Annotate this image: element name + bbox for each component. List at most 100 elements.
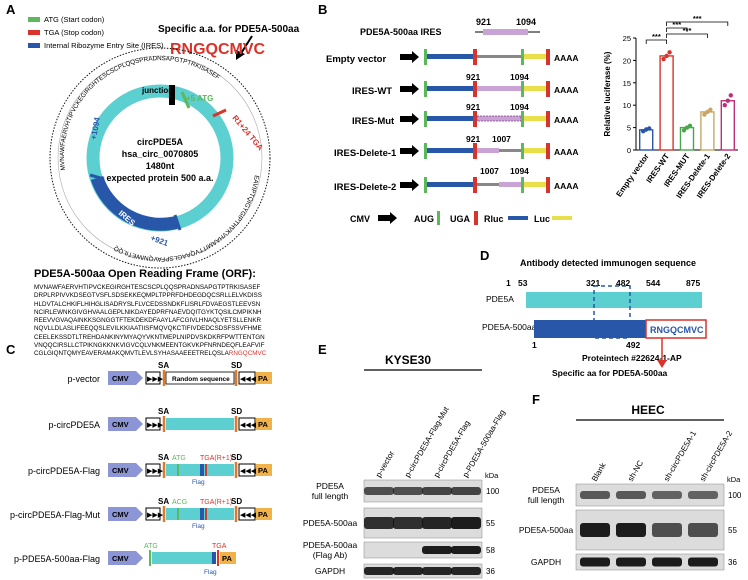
panel-label-f: F [532,392,540,407]
center-line-2: hsa_circ_0070805 [122,149,199,159]
pa-label: PA [258,374,268,383]
significance-label: *** [652,32,661,41]
legend-uga: UGA [450,214,471,224]
orf-line-last: CGLGIQNTQMYEAVERAMAKQMVTLEVLSYHASAAEEETR… [34,350,267,358]
legend-atg: ATG (Start codon) [44,15,105,24]
panel-b-legend: CMV AUG UGA Rluc Luc [350,211,572,225]
bar [720,100,736,151]
sd-label: SD [231,453,242,462]
legend-tga: TGA (Stop codon) [44,28,105,37]
panel-label-e: E [318,342,327,357]
protein-band [580,557,610,567]
num-right: 1007 [492,134,511,144]
protein-band [652,557,682,567]
poly-a: AAAA [554,85,579,95]
data-point [687,123,693,129]
orf-line: REEVVGVAQAINKKSGNGGTFTEKDEKDFAAYLAFCGIVL… [34,317,262,325]
sd-label: SD [231,361,242,370]
kda-label: kDa [727,475,741,484]
kda-marker: 100 [728,491,742,500]
protein-band [364,487,394,495]
band-label-sub: full length [312,491,349,501]
significance-bracket [645,39,667,44]
specific-aa-label: Specific a.a. for PDE5A-500aa [158,24,300,35]
construct-ires-delete-1: 921 1007 IRES-Delete-1 AAAA [334,134,579,159]
start-codon-label: ATG [144,543,158,550]
protein-band [616,557,646,567]
tick-875: 875 [686,278,700,288]
construct-empty-vector: Empty vector AAAA [326,49,579,65]
flag-tag [200,464,204,476]
panel-label-a: A [6,2,16,17]
repeat-box [238,507,256,521]
kda-marker: 58 [486,546,495,555]
repeat-arrows: ◀◀◀ [240,512,257,519]
panel-a-figure: ATG (Start codon) TGA (Stop codon) Inter… [28,15,300,269]
legend-ires: Internal Ribozyme Entry Site (IRES) [44,41,164,50]
pa-label: PA [222,554,232,563]
protein-band [451,546,481,554]
band-label: PDE5A-500aa [303,540,358,550]
cmv-promoter [108,417,143,431]
protein-band [580,523,610,537]
sd-label: SD [231,407,242,416]
repeat-arrows: ▶▶▶ [147,422,164,429]
kda-marker: 36 [728,558,737,567]
polya-box [220,552,236,564]
n492-label: 492 [626,340,640,350]
pde5a-500aa-label: PDE5A-500aa [482,322,537,332]
protein-band [422,517,452,529]
protein-band [393,487,423,495]
significance-label: *** [672,20,681,29]
cmv-promoter [108,551,143,565]
protein-band [393,567,423,575]
num-right: 1094 [510,102,529,112]
plasmid-label: p-circPDE5A-Flag-Mut [10,510,101,520]
kda-marker: 36 [486,567,495,576]
blot-strip [575,483,725,507]
protein-band [364,567,394,575]
ires-title: PDE5A-500aa IRES [360,27,442,37]
kda-marker: 55 [728,526,737,535]
bar [700,111,715,151]
pa-label: PA [258,466,268,475]
data-point [681,128,687,133]
data-point [725,98,730,103]
protein-band [422,546,452,554]
y-tick-label: 10 [623,101,631,110]
construct-ires-delete-2: 1007 1094 IRES-Delete-2 AAAA [334,166,579,193]
top-921: 921 [476,17,491,27]
flag-label: Flag [192,523,205,530]
repeat-box [145,417,161,431]
panel-label-b: B [318,2,328,17]
protein-band [688,523,718,537]
orf-tail-motif: RNGQCMVC [228,350,267,358]
specific-aa-note: Specific aa for PDE5A-500aa [552,368,668,378]
orf-line: NQVLLDLASLIFEEQQSLEVILKKIAATIISFMQVQKCTI… [34,325,262,333]
bar [639,129,654,151]
lane-label: Blank [590,460,608,483]
y-tick-label: 25 [623,34,631,43]
band-label-sub: (Flag Ab) [313,550,348,560]
random-sequence [165,371,235,385]
stop-codon-label: TGA(R+1) [200,455,232,462]
kda-marker: 55 [486,519,495,528]
protein-band [688,491,718,499]
repeat-box [145,371,161,385]
num-left: 921 [466,102,480,112]
pde5a-label: PDE5A [486,294,514,304]
significance-bracket [666,21,729,26]
pos-1094: +1094 [89,116,102,140]
cmv-promoter [108,463,143,477]
pa-label: PA [258,420,268,429]
center-line-1: circPDE5A [137,137,184,147]
tick-53: 53 [518,278,528,288]
polya-box [256,464,272,476]
flag-label: Flag [192,479,205,486]
protein-band [616,523,646,537]
flag-tag [212,552,216,564]
cmv-label: CMV [112,510,129,519]
